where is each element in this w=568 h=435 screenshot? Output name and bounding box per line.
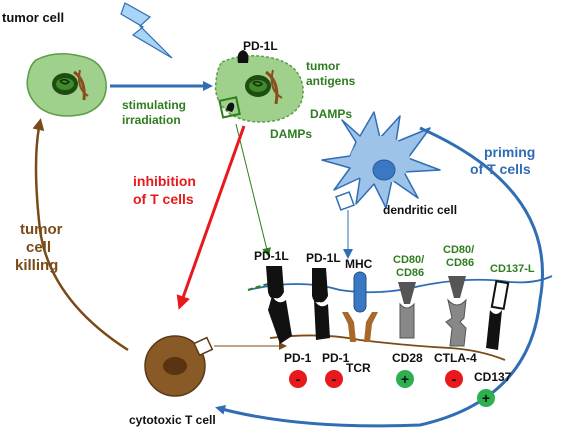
pd1-b-label: PD-1 xyxy=(322,351,350,365)
priming-label-line1: priming xyxy=(484,144,535,160)
apc-membrane xyxy=(247,275,553,294)
pd1-a-label: PD-1 xyxy=(284,351,312,365)
tumor-cell-label: tumor cell xyxy=(2,10,64,25)
killing-label-line1: tumor xyxy=(20,221,63,238)
cd137l-cd137-pair xyxy=(486,279,510,350)
killing-label-line3: killing xyxy=(15,257,58,274)
lightning-bolt-icon xyxy=(120,2,173,59)
pd1-a-minus-symbol: - xyxy=(296,371,301,387)
pd1l-pointer-arrow xyxy=(235,123,271,257)
cd137l-label: CD137-L xyxy=(490,263,535,275)
mhc-label: MHC xyxy=(345,257,373,271)
cd80-86-b-line2: CD86 xyxy=(446,257,474,269)
inhibition-label-line1: inhibition xyxy=(133,173,196,189)
irradiation-label-line2: irradiation xyxy=(122,113,181,127)
cd80-ctla4-pair xyxy=(445,276,467,347)
cd137-plus-symbol: + xyxy=(482,390,490,406)
mhc-tcr-complex xyxy=(342,271,378,342)
pd1l-pd1-pair-b xyxy=(312,268,330,340)
pd1l-pd1-pair-a xyxy=(266,266,292,344)
pd1-b-inhibitory-sign: - xyxy=(325,370,343,388)
inhibition-arrow xyxy=(176,125,246,310)
cd80-cd28-pair xyxy=(398,282,416,339)
ctla4-minus-symbol: - xyxy=(452,371,457,387)
tcr-label: TCR xyxy=(346,361,371,375)
tumor-antigens-label-line1: tumor xyxy=(306,59,340,73)
cd80-86-b-line1: CD80/ xyxy=(443,244,474,256)
tumor-antigens-label-line2: antigens xyxy=(306,74,356,88)
ctla4-label: CTLA-4 xyxy=(434,351,477,365)
t-cell-membrane xyxy=(269,334,506,361)
killing-arrow xyxy=(32,118,129,352)
cd28-plus-symbol: + xyxy=(401,371,409,387)
cytotoxic-t-cell-label: cytotoxic T cell xyxy=(129,413,216,427)
pd1-a-inhibitory-sign: - xyxy=(289,370,307,388)
ctla4-inhibitory-sign: - xyxy=(445,370,463,388)
dendritic-cell xyxy=(321,111,441,211)
cd80-86-a-line1: CD80/ xyxy=(393,254,424,266)
cd137-stimulatory-sign: + xyxy=(477,389,495,407)
pd1l-b-label: PD-1L xyxy=(306,251,341,265)
tumor-cell xyxy=(26,53,107,117)
priming-label-line2: of T cells xyxy=(470,161,531,177)
pd1l-top-label: PD-1L xyxy=(243,39,278,53)
priming-arrow xyxy=(215,126,544,428)
irradiated-tumor-cell xyxy=(214,50,304,123)
damps-label-2: DAMPs xyxy=(270,127,312,141)
damps-label-1: DAMPs xyxy=(310,107,352,121)
tumor-membrane-fragment xyxy=(247,282,273,291)
killing-label-line2: cell xyxy=(26,239,51,256)
inhibition-label-line2: of T cells xyxy=(133,191,194,207)
pd1-b-minus-symbol: - xyxy=(332,371,337,387)
irradiation-label-line1: stimulating xyxy=(122,98,186,112)
pd1l-a-label: PD-1L xyxy=(254,249,289,263)
cd80-86-a-line2: CD86 xyxy=(396,267,424,279)
cd28-stimulatory-sign: + xyxy=(396,370,414,388)
cytotoxic-t-cell xyxy=(144,335,214,397)
dendritic-cell-label: dendritic cell xyxy=(383,203,457,217)
cd28-label: CD28 xyxy=(392,351,423,365)
cd137-label: CD137 xyxy=(474,370,512,384)
